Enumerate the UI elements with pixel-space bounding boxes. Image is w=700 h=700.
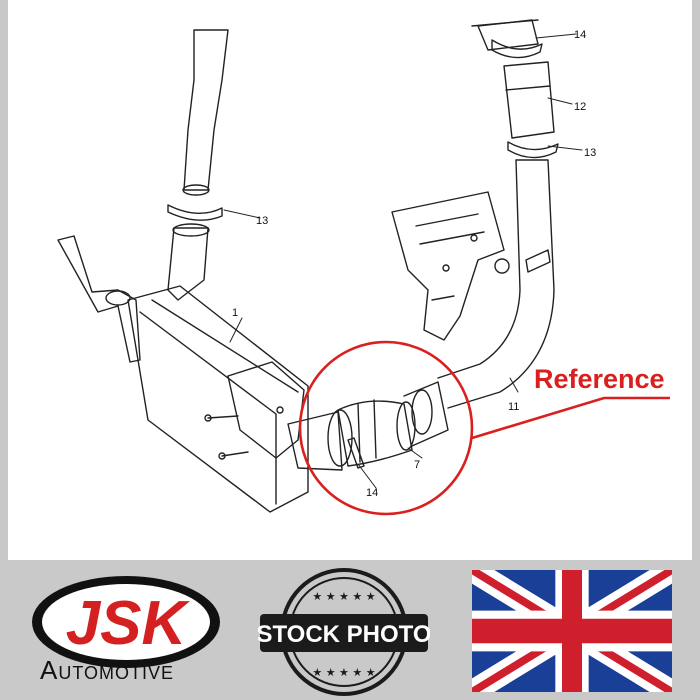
callout-13-top: 13 (584, 147, 596, 159)
union-jack-flag (472, 570, 672, 692)
long-pipe (437, 159, 555, 409)
jsk-logo-text: JSK (66, 589, 191, 658)
callout-11: 11 (508, 401, 519, 413)
reference-label: Reference (534, 364, 665, 394)
reference-circle (298, 340, 474, 516)
reference-pointer (471, 396, 670, 440)
top-clamp-13 (507, 141, 559, 159)
intercooler-body (127, 285, 309, 513)
pipe-bracket (391, 191, 505, 341)
callout-14-top: 14 (574, 29, 586, 41)
jsk-logo-subtitle: Automotive (40, 655, 175, 685)
upper-left-pipe (183, 29, 229, 191)
jsk-logo: JSK (32, 576, 220, 668)
left-hose (167, 227, 209, 301)
end-tank (227, 361, 305, 459)
stock-photo-stamp: ★ ★ ★ ★ ★ ★ ★ ★ ★ ★ STOCK PHOTO (258, 568, 430, 696)
callout-7: 7 (414, 459, 420, 471)
brand-footer: JSK Automotive ★ ★ ★ ★ ★ ★ ★ ★ ★ ★ STOCK… (0, 560, 700, 700)
svg-text:★ ★ ★ ★ ★: ★ ★ ★ ★ ★ (312, 590, 375, 603)
callout-13-left: 13 (256, 215, 268, 227)
intercooler-bracket (57, 235, 141, 363)
callout-14-bottom: 14 (366, 487, 378, 499)
stamp-text: STOCK PHOTO (258, 621, 430, 648)
svg-text:★ ★ ★ ★ ★: ★ ★ ★ ★ ★ (312, 666, 375, 679)
outlet-pipe (287, 411, 343, 471)
callout-1: 1 (232, 307, 238, 319)
diagram-drawing: 1 7 11 12 13 13 14 14 Reference (57, 19, 670, 516)
bottom-clamp (347, 437, 365, 469)
coupler-hose (337, 400, 413, 467)
star-icon: ★ ★ ★ ★ ★ ★ ★ ★ ★ ★ (312, 590, 375, 679)
upper-hose (503, 61, 555, 139)
left-clamp (167, 204, 223, 221)
callout-12: 12 (574, 101, 586, 113)
parts-diagram: 1 7 11 12 13 13 14 14 Reference (8, 0, 692, 560)
